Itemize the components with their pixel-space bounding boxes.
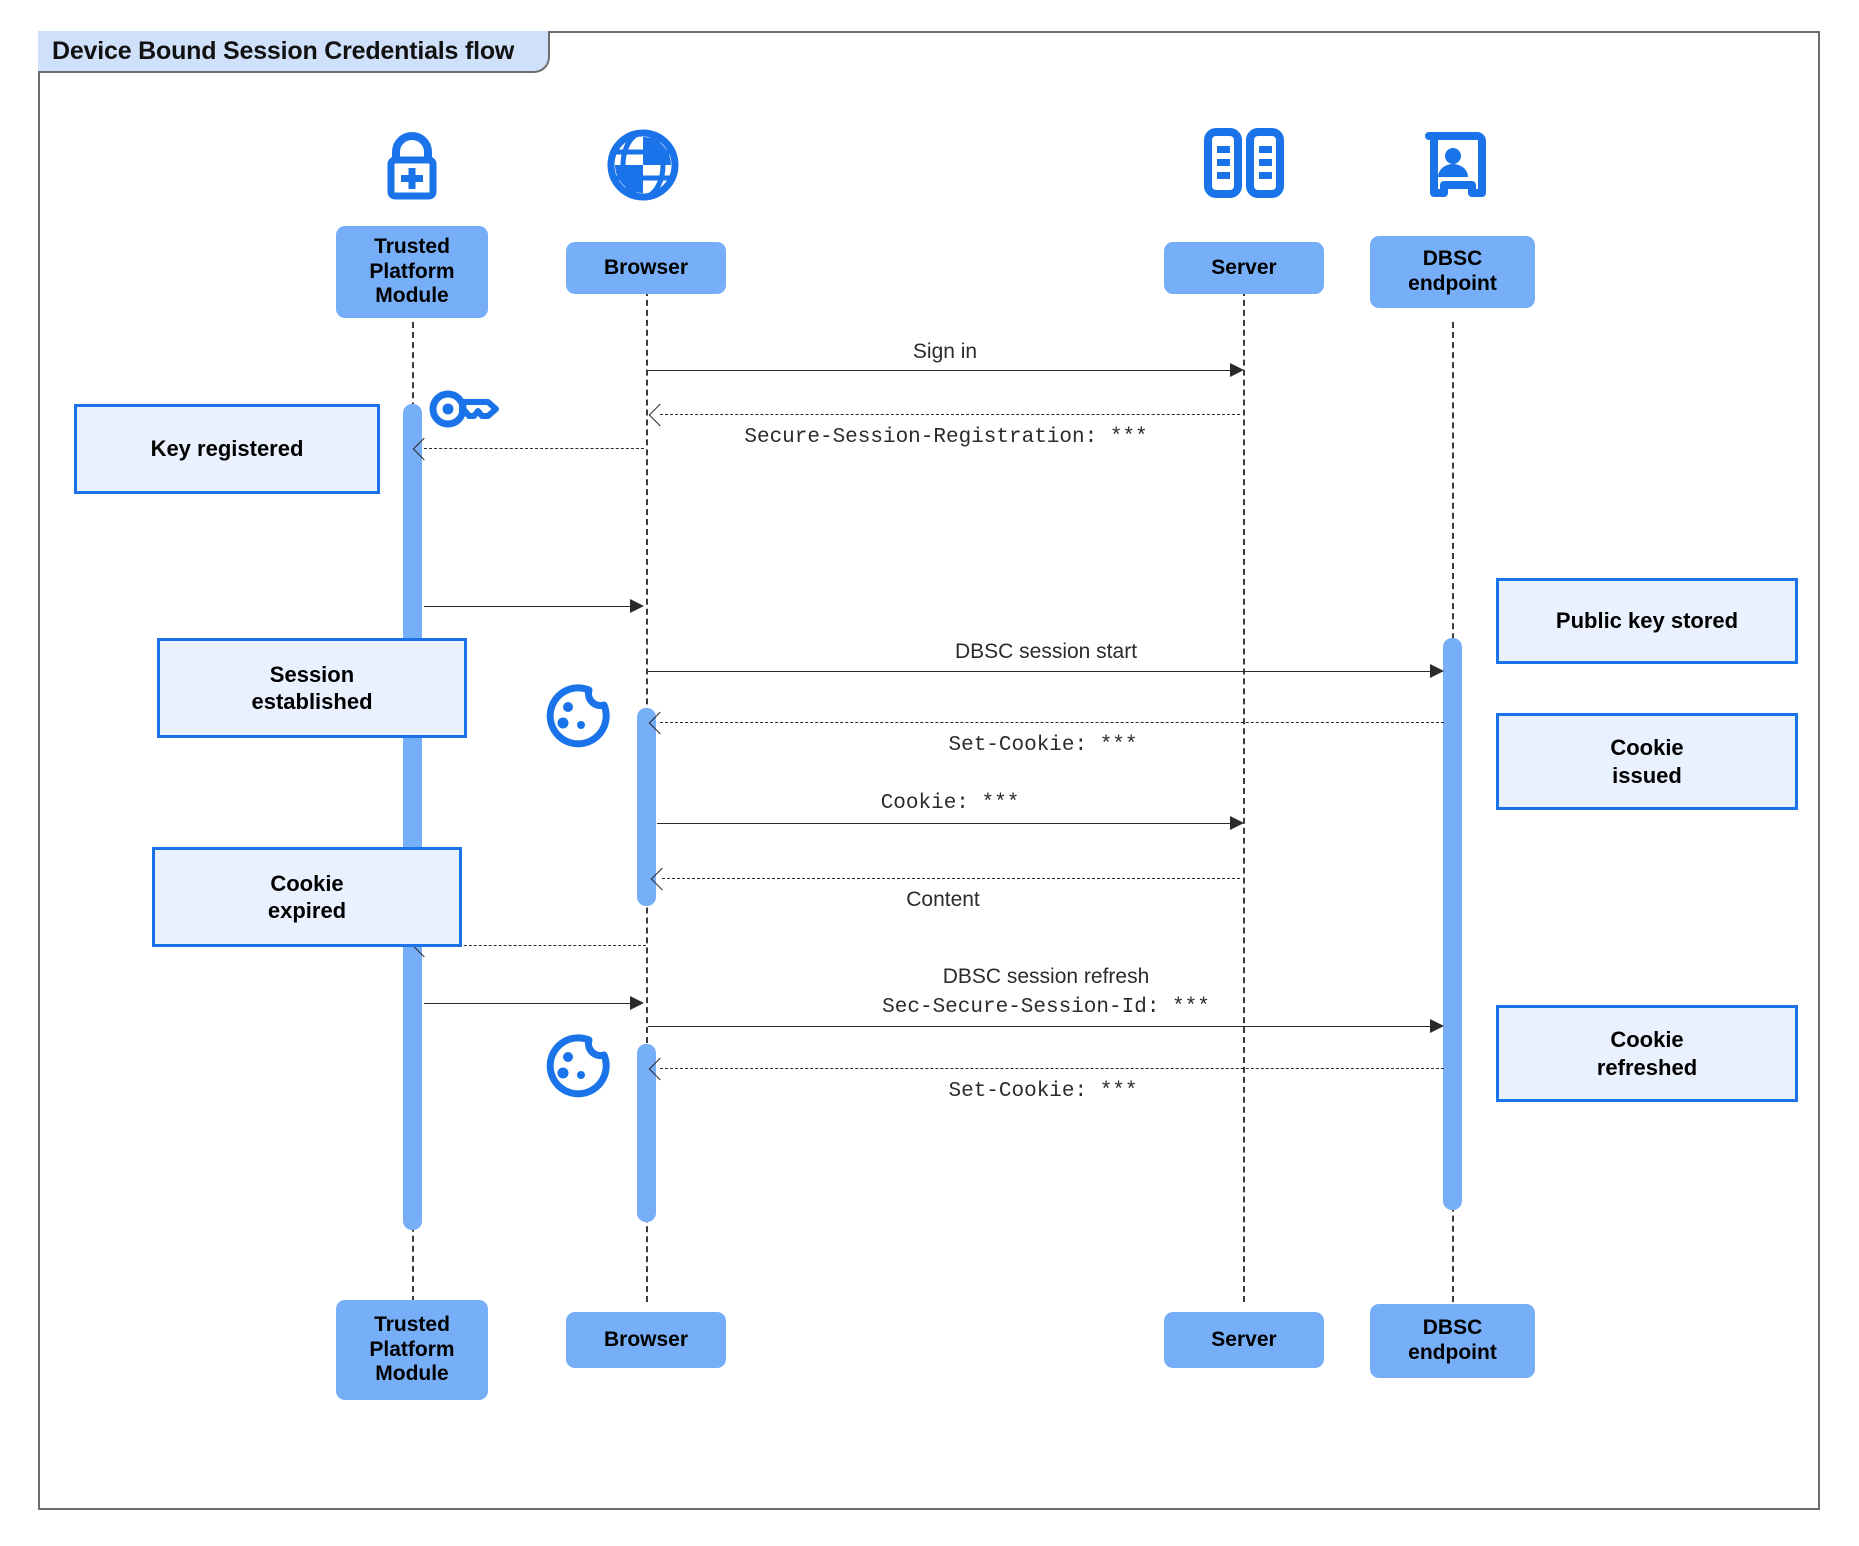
note-text: Cookie issued — [1610, 735, 1684, 788]
message-line-refresh-sign-request — [424, 945, 646, 946]
note-key-registered: Key registered — [74, 404, 380, 494]
note-session-established: Session established — [157, 638, 467, 738]
message-label-sec-secure-session-id: Sec-Secure-Session-Id: *** — [882, 996, 1210, 1019]
message-line-key-response — [424, 606, 639, 607]
arrow-head-right — [630, 996, 644, 1010]
activation-bar-browser-2 — [637, 1044, 656, 1222]
note-text: Cookie expired — [267, 870, 347, 924]
lifeline-server — [1243, 280, 1245, 1302]
participant-label: Trusted Platform Module — [369, 1313, 455, 1386]
arrow-head-right — [630, 599, 644, 613]
arrow-head-right — [1230, 816, 1244, 830]
note-text: Cookie refreshed — [1596, 1027, 1698, 1080]
id-badge-icon — [1420, 128, 1486, 204]
message-line-sign-in — [648, 370, 1238, 371]
message-label-content: Content — [906, 888, 980, 911]
key-icon — [428, 383, 500, 435]
participant-tpm-top[interactable]: Trusted Platform Module — [336, 226, 488, 318]
cookie-icon — [542, 682, 612, 752]
participant-server-top[interactable]: Server — [1164, 242, 1324, 294]
note-cookie-expired: Cookie expired — [152, 847, 462, 947]
participant-label: Server — [1211, 1327, 1277, 1351]
participant-label: DBSC endpoint — [1408, 1316, 1497, 1364]
participant-dbsc-bottom[interactable]: DBSC endpoint — [1370, 1304, 1535, 1378]
activation-bar-browser-1 — [637, 708, 656, 906]
arrow-head-right — [1430, 1019, 1444, 1033]
note-public-key-stored: Public key stored — [1496, 578, 1798, 664]
note-text: Key registered — [150, 436, 304, 462]
cookie-icon — [542, 1032, 612, 1102]
message-label-sign-in: Sign in — [912, 340, 978, 363]
participant-browser-top[interactable]: Browser — [566, 242, 726, 294]
participant-label: Browser — [603, 255, 689, 279]
note-text: Public key stored — [1555, 608, 1739, 634]
diagram-title-tab: Device Bound Session Credentials flow — [38, 31, 551, 73]
note-cookie-issued: Cookie issued — [1496, 713, 1798, 810]
participant-dbsc-top[interactable]: DBSC endpoint — [1370, 236, 1535, 308]
message-line-set-cookie-1 — [660, 722, 1444, 723]
globe-icon — [604, 126, 682, 204]
participant-label: Trusted Platform Module — [369, 235, 455, 308]
message-label-set-cookie-1: Set-Cookie: *** — [948, 734, 1138, 757]
message-label-secure-session-registration: Secure-Session-Registration: *** — [744, 426, 1148, 449]
participant-tpm-bottom[interactable]: Trusted Platform Module — [336, 1300, 488, 1400]
server-rack-icon — [1200, 128, 1288, 200]
message-label-set-cookie-2: Set-Cookie: *** — [948, 1080, 1138, 1103]
message-line-content — [662, 878, 1240, 879]
note-cookie-refreshed: Cookie refreshed — [1496, 1005, 1798, 1102]
participant-label: Server — [1211, 255, 1277, 279]
message-line-cookie — [657, 823, 1239, 824]
message-line-refresh-sign-response — [424, 1003, 639, 1004]
message-label-dbsc-session-refresh: DBSC session refresh — [942, 965, 1150, 988]
arrow-head-right — [1430, 664, 1444, 678]
message-line-dbsc-session-refresh — [648, 1026, 1441, 1027]
message-label-cookie: Cookie: *** — [880, 792, 1020, 815]
arrow-head-right — [1230, 363, 1244, 377]
activation-bar-dbsc — [1443, 638, 1462, 1210]
participant-browser-bottom[interactable]: Browser — [566, 1312, 726, 1368]
message-line-secure-session-registration — [660, 414, 1240, 415]
activation-bar-tpm — [403, 404, 422, 1230]
participant-label: Browser — [603, 1327, 689, 1351]
message-label-dbsc-session-start: DBSC session start — [954, 640, 1138, 663]
message-line-set-cookie-2 — [660, 1068, 1444, 1069]
lock-plus-icon — [374, 126, 450, 202]
note-text: Session established — [251, 661, 373, 715]
message-line-key-request — [424, 448, 644, 449]
diagram-title: Device Bound Session Credentials flow — [52, 36, 515, 65]
participant-label: DBSC endpoint — [1408, 247, 1497, 295]
participant-server-bottom[interactable]: Server — [1164, 1312, 1324, 1368]
message-line-dbsc-session-start — [648, 671, 1441, 672]
